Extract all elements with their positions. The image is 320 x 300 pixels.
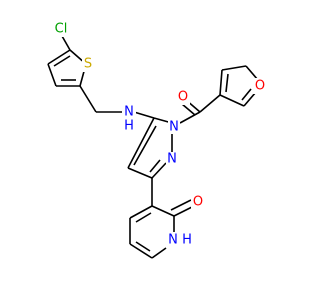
atom-s-label: S — [84, 57, 92, 72]
atom-s-bg — [82, 56, 94, 72]
atom-nh-amine-n-label: N — [124, 105, 134, 120]
atom-o-furan-bg — [253, 78, 267, 94]
molecule-structure-diagram: Cl S N H N N O O O N H — [0, 0, 300, 300]
atom-nh-amine-h-label: H — [124, 119, 134, 134]
atom-nh-amine-bg — [122, 104, 136, 134]
atom-o-pyridone-bg — [191, 194, 205, 210]
bond-pyrazole-c3-c4 — [127, 167, 153, 179]
atom-n1-bg — [168, 120, 180, 134]
bond-carbonyl-c-furan — [199, 94, 221, 113]
atom-n1-label: N — [169, 120, 179, 135]
bond-pyridone-c6-c5-inner — [135, 241, 151, 252]
bond-pyridone-c3-c2 — [151, 205, 175, 217]
bonds-layer — [47, 35, 259, 259]
bond-furan-c4-c3-inner — [225, 73, 229, 93]
atom-labels-layer: Cl S N H N N O O O N H — [51, 21, 267, 248]
bond-pyridone-c2-o-inner — [170, 199, 192, 211]
canvas-background — [0, 0, 300, 300]
atom-o-furan-label: O — [255, 79, 265, 94]
bond-pyridone-c6-c5 — [129, 243, 153, 259]
bond-pyridone-c4-c3 — [129, 205, 153, 219]
bond-nh-pyrazole-c5 — [133, 111, 155, 119]
bond-cl-c — [61, 35, 71, 51]
bond-carbonyl-c-o-inner — [181, 103, 196, 116]
atom-o-carbonyl-bg — [176, 89, 190, 105]
atom-n2-label: N — [167, 152, 177, 167]
atom-nh-pyridone-bg — [166, 232, 196, 248]
atom-cl-label: Cl — [55, 22, 68, 37]
atom-nh-pyridone-h-label: H — [182, 233, 192, 248]
bond-furan-c2-o — [243, 91, 257, 107]
bond-furan-o-c5 — [245, 65, 259, 81]
bond-thiophene-c2-c1-inner — [53, 55, 71, 67]
bond-n1-carbonyl-c — [179, 111, 201, 124]
bond-furan-c4-c3 — [219, 69, 223, 96]
bond-thiophene-ch2 — [79, 85, 97, 113]
bond-pyrazole-n2-c3 — [151, 162, 167, 179]
atom-o-pyridone-label: O — [193, 195, 203, 210]
bond-furan-c5-c4 — [221, 65, 247, 71]
bond-pyridone-n1-c6 — [151, 247, 167, 259]
atom-cl-bg — [51, 21, 71, 37]
bond-thiophene-c2-c1 — [47, 49, 71, 65]
atom-n2-bg — [166, 152, 178, 166]
bond-pyridone-c2-o — [173, 205, 195, 217]
bond-thiophene-c3-c2 — [47, 63, 57, 87]
bond-pyrazole-c4-c5-inner — [133, 125, 157, 166]
atom-o-carbonyl-label: O — [178, 90, 188, 105]
bond-pyrazole-c4-c5 — [127, 117, 155, 169]
atom-nh-pyridone-n-label: N — [168, 233, 178, 248]
bond-pyrazole-n2-c3-inner — [149, 159, 161, 173]
bond-pyridone-c4-c3-inner — [135, 212, 152, 223]
bond-furan-c2-o-inner — [241, 88, 252, 101]
bond-furan-c3-c2 — [219, 94, 245, 107]
